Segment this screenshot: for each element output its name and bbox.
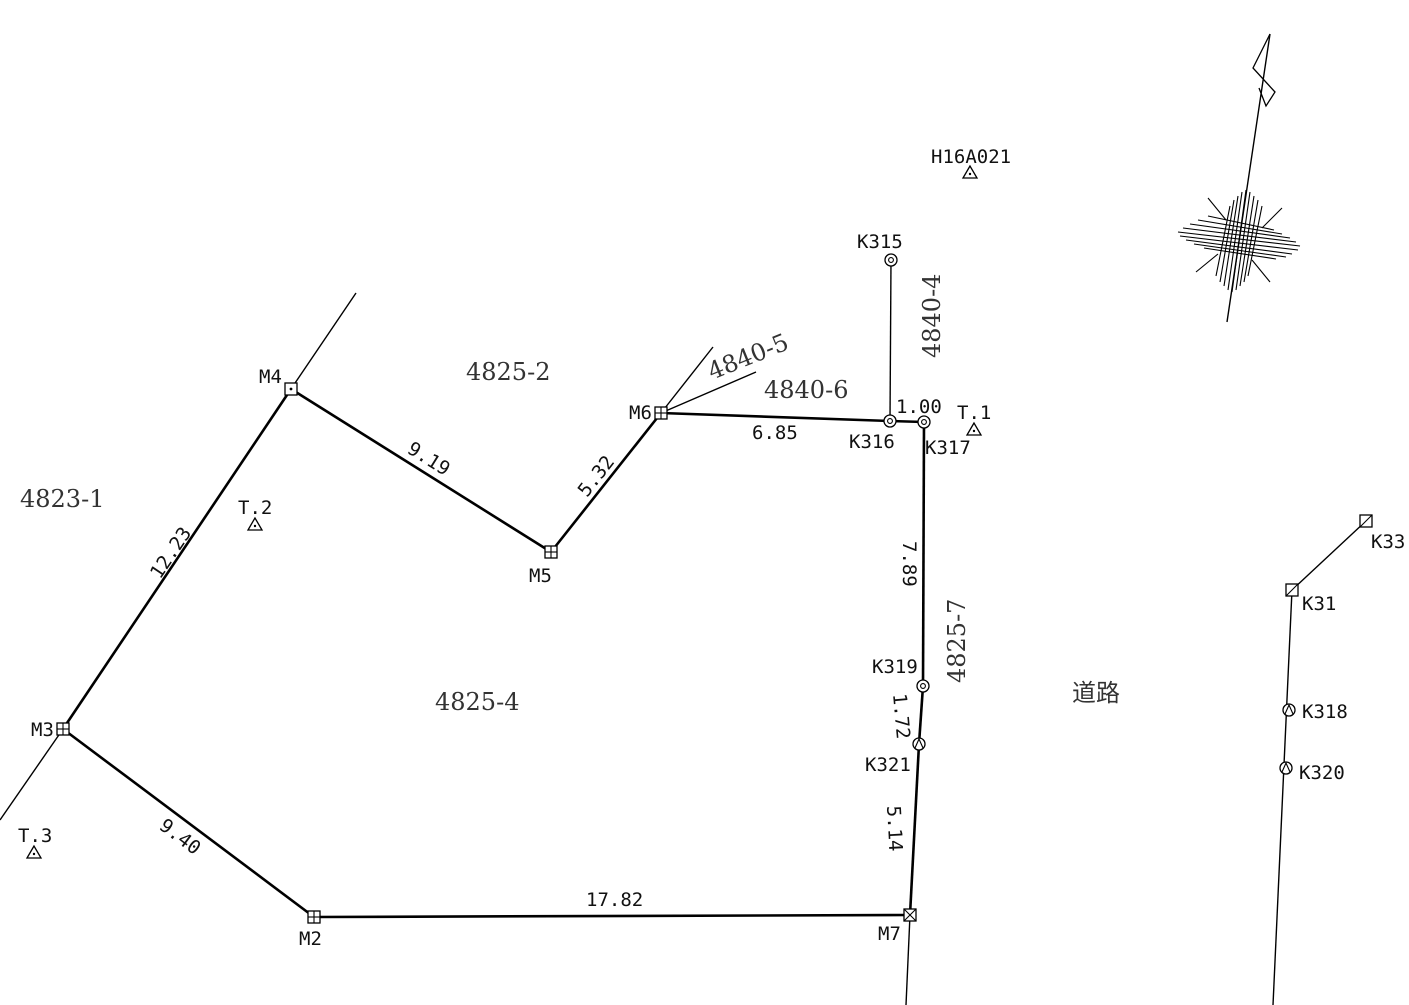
control-t1 <box>965 421 983 436</box>
parcel-labels: 4823-1 4825-2 4825-4 4840-6 道路 4840-5 48… <box>20 274 1120 716</box>
label-t1: T.1 <box>957 402 991 424</box>
label-k321: K321 <box>865 754 911 776</box>
north-arrow-icon <box>1177 33 1301 323</box>
parcel-4823-1: 4823-1 <box>20 485 104 513</box>
line-k33-k31 <box>1291 520 1367 591</box>
control-t3 <box>25 844 43 859</box>
dist-m6-k316: 6.85 <box>752 422 798 444</box>
dist-m2-m7: 17.82 <box>586 889 643 911</box>
triangle-icon <box>25 164 983 859</box>
boundary-k319-k321 <box>917 685 925 745</box>
pin-k319 <box>916 679 930 693</box>
pin-k317 <box>917 415 931 429</box>
marker-m2 <box>307 910 321 924</box>
line-m6-extension-b <box>660 371 757 414</box>
dist-k321-m7: 5.14 <box>882 805 906 852</box>
label-k31: K31 <box>1302 593 1336 615</box>
pin-k316 <box>883 414 897 428</box>
boundary-lines <box>61 387 926 919</box>
control-h16 <box>961 164 979 179</box>
boundary-k321-m7 <box>908 743 921 916</box>
marker-m3 <box>56 722 70 736</box>
dist-k319-k321: 1.72 <box>888 693 914 741</box>
marker-m5 <box>544 545 558 559</box>
line-m3-extension <box>0 728 64 821</box>
road-label: 道路 <box>1072 679 1120 707</box>
control-t2 <box>246 516 264 531</box>
boundary-m6-k316 <box>660 411 891 423</box>
dist-k317-k319: 7.89 <box>898 541 920 587</box>
grid-square-icon <box>56 406 668 924</box>
boundary-m3-m4 <box>61 388 293 730</box>
label-h16a021: H16A021 <box>931 146 1011 168</box>
dist-m3-m4: 12.23 <box>146 523 196 583</box>
parcel-4840-6: 4840-6 <box>764 376 848 404</box>
pin-k318 <box>1282 703 1296 717</box>
x-square-icon <box>903 908 917 922</box>
label-m2: M2 <box>299 928 322 950</box>
extension-lines <box>0 259 1367 1005</box>
boundary-m7-m2 <box>313 913 911 919</box>
label-k33: K33 <box>1371 531 1405 553</box>
boundary-k317-k319 <box>921 421 926 687</box>
dot-square-icon <box>284 382 298 396</box>
label-k320: K320 <box>1299 762 1345 784</box>
line-m6-extension-a <box>660 346 714 414</box>
line-m7-extension <box>905 914 911 1005</box>
circle-arrow-icon <box>912 703 1296 775</box>
line-k315-k316 <box>889 259 892 422</box>
boundary-m5-m6 <box>549 412 663 553</box>
label-k318: K318 <box>1302 701 1348 723</box>
pin-k320 <box>1279 761 1293 775</box>
label-m3: M3 <box>31 719 54 741</box>
diamond-square-icon <box>1285 514 1373 597</box>
label-k315: K315 <box>857 231 903 253</box>
line-k31-south <box>1272 589 1293 1005</box>
label-t3: T.3 <box>18 825 52 847</box>
pin-k321 <box>912 737 926 751</box>
distance-labels: 12.23 9.19 5.32 6.85 1.00 7.89 1.72 5.14… <box>146 396 942 911</box>
label-t2: T.2 <box>238 497 272 519</box>
parcel-4825-4: 4825-4 <box>435 688 519 716</box>
label-m6: M6 <box>629 402 652 424</box>
dist-m3-m2: 9.40 <box>155 814 205 859</box>
line-m4-extension <box>290 292 357 390</box>
label-m5: M5 <box>529 565 552 587</box>
label-k317: K317 <box>925 437 971 459</box>
boundary-m2-m3 <box>62 727 315 919</box>
point-labels: M4 M3 M5 M6 M2 M7 K315 K316 K317 K319 K3… <box>18 146 1405 950</box>
label-m7: M7 <box>878 923 901 945</box>
boundary-m4-m5 <box>290 387 552 554</box>
label-k316: K316 <box>849 431 895 453</box>
parcel-4825-7: 4825-7 <box>943 599 971 683</box>
dist-k316-k317: 1.00 <box>896 396 942 418</box>
marker-m6 <box>654 406 668 420</box>
label-m4: M4 <box>259 366 282 388</box>
double-circle-icon <box>883 253 931 693</box>
label-k319: K319 <box>872 656 918 678</box>
pin-k315 <box>884 253 898 267</box>
parcel-4840-4: 4840-4 <box>918 274 946 358</box>
parcel-4825-2: 4825-2 <box>466 358 550 386</box>
